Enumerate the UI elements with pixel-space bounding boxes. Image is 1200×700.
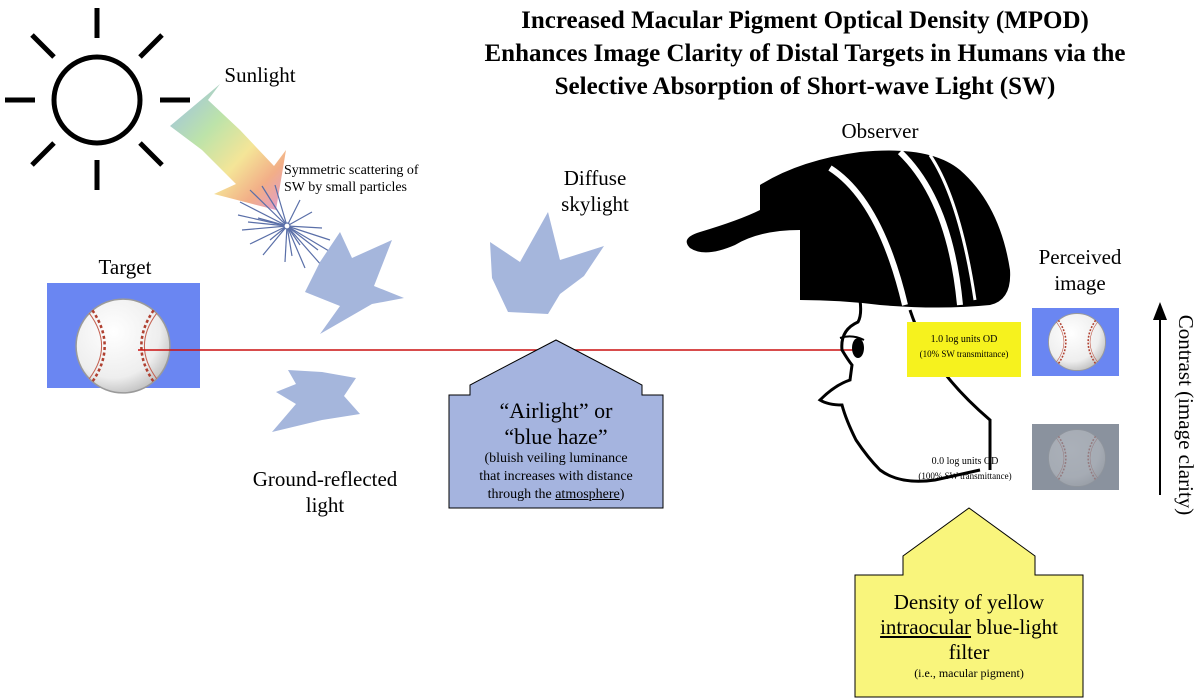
filter-line-2-suffix: blue-light xyxy=(971,615,1058,639)
up-arrow-icon xyxy=(1153,302,1167,495)
perceived-label-line-2: image xyxy=(1054,271,1106,295)
baseball-icon xyxy=(74,297,172,395)
sun-scatter-arrow xyxy=(305,232,404,334)
baseball-icon xyxy=(1047,312,1107,372)
perceived-label: Perceived image xyxy=(1020,244,1140,296)
skylight-label-line-1: Diffuse xyxy=(563,166,627,190)
low-od-line-2: (100% SW transmittance) xyxy=(918,471,1012,481)
filter-line-4: (i.e., macular pigment) xyxy=(914,666,1024,680)
perceived-label-line-1: Perceived xyxy=(1038,245,1122,269)
diagram-title: Increased Macular Pigment Optical Densit… xyxy=(410,4,1200,103)
target-label: Target xyxy=(98,255,152,279)
airlight-callout: “Airlight” or “blue haze” (bluish veilin… xyxy=(449,398,663,504)
scatter-label-line-1: Symmetric scattering of xyxy=(284,163,419,178)
skylight-label-line-2: skylight xyxy=(561,192,629,216)
skylight-label: Diffuse skylight xyxy=(540,165,650,217)
airlight-line-4: that increases with distance xyxy=(479,469,633,484)
high-od-text: 1.0 log units OD (10% SW transmittance) xyxy=(907,333,1021,361)
scatter-label-line-2: SW by small particles xyxy=(284,180,407,195)
scatter-particle-icon xyxy=(237,184,335,269)
airlight-line-5: through the atmosphere) xyxy=(449,486,663,504)
observer-head-icon xyxy=(686,149,1011,483)
airlight-callout-shape xyxy=(448,339,664,509)
ground-label-line-2: light xyxy=(305,493,345,517)
sun-icon xyxy=(5,8,190,190)
filter-line-1: Density of yellow xyxy=(893,590,1045,614)
filter-line-2: intraocular blue-light xyxy=(855,615,1083,640)
airlight-line-5-prefix: through the xyxy=(487,487,556,502)
ground-label: Ground-reflected light xyxy=(235,466,415,518)
scatter-label: Symmetric scattering of SW by small part… xyxy=(284,162,474,196)
sunlight-label: Sunlight xyxy=(224,63,296,87)
baseball-icon xyxy=(1047,428,1107,488)
airlight-line-3: (bluish veiling luminance xyxy=(484,451,628,466)
filter-callout-shape xyxy=(854,507,1084,698)
filter-callout: Density of yellow intraocular blue-light… xyxy=(855,590,1083,681)
airlight-line-1: “Airlight” or xyxy=(499,398,613,423)
ground-reflected-arrow xyxy=(272,370,360,432)
airlight-line-2: “blue haze” xyxy=(504,424,608,449)
atmosphere-link: atmosphere xyxy=(555,487,620,502)
high-od-line-1: 1.0 log units OD xyxy=(930,334,998,345)
low-od-text: 0.0 log units OD (100% SW transmittance) xyxy=(900,455,1030,483)
ground-label-line-1: Ground-reflected xyxy=(252,467,398,491)
title-line-3: Selective Absorption of Short-wave Light… xyxy=(554,73,1056,100)
intraocular-link: intraocular xyxy=(880,615,972,639)
low-od-line-1: 0.0 log units OD xyxy=(931,456,999,467)
title-line-2: Enhances Image Clarity of Distal Targets… xyxy=(484,40,1126,67)
contrast-label: Contrast (image clarity) xyxy=(1174,314,1198,516)
rainbow-beam-icon xyxy=(170,84,286,210)
high-od-line-2: (10% SW transmittance) xyxy=(919,349,1009,359)
airlight-line-5-suffix: ) xyxy=(619,487,625,502)
title-line-1: Increased Macular Pigment Optical Densit… xyxy=(521,7,1089,34)
skylight-arrow xyxy=(490,212,604,314)
filter-line-3: filter xyxy=(948,640,990,664)
observer-label: Observer xyxy=(841,119,919,143)
high-od-box xyxy=(907,322,1021,377)
